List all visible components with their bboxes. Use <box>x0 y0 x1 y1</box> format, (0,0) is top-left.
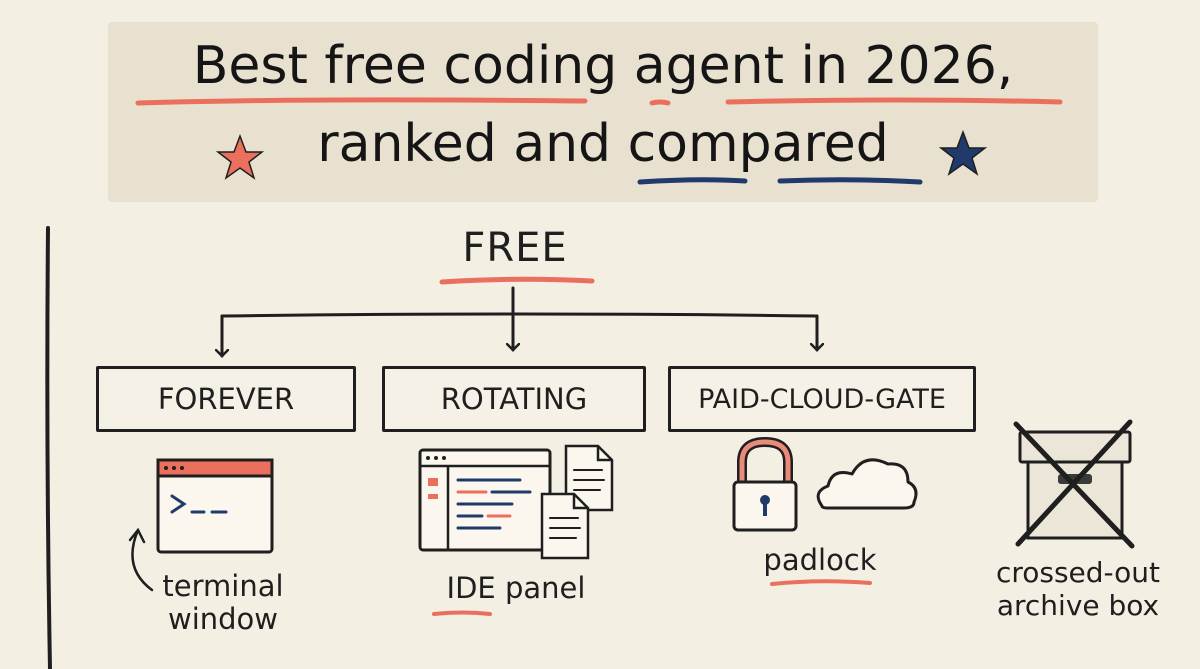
caption-padlock: padlock <box>763 543 877 577</box>
free-underline <box>439 276 595 285</box>
star-icon-left <box>215 133 265 180</box>
padlock-caption-underline <box>770 579 872 586</box>
padlock-icon <box>732 436 798 532</box>
category-box-rotating: ROTATING <box>382 366 646 432</box>
title-line-2: ranked and compared <box>317 114 889 174</box>
caption-ide-panel: IDE panel <box>446 571 586 605</box>
ide-caption-underline <box>432 610 492 616</box>
category-box-paid-cloud-gate: PAID-CLOUD-GATE <box>668 366 976 432</box>
document-icon-front <box>540 492 590 560</box>
terminal-window-icon <box>156 458 274 554</box>
star-icon-right <box>938 129 988 176</box>
title-banner <box>108 22 1098 202</box>
title-line-1: Best free coding agent in 2026, <box>192 36 1014 96</box>
root-node-free: FREE <box>462 225 568 271</box>
caption-terminal-window: terminal window <box>162 569 284 636</box>
cross-out-icon <box>1013 419 1135 549</box>
cloud-icon <box>816 458 918 510</box>
curved-arrow-icon <box>128 527 154 592</box>
margin-line <box>45 226 52 669</box>
category-box-forever: FOREVER <box>96 366 356 432</box>
tree-connectors <box>222 286 817 356</box>
title-underlines <box>135 97 1063 185</box>
ide-panel-icon <box>418 448 552 552</box>
caption-archive-box: crossed-out archive box <box>995 556 1161 622</box>
